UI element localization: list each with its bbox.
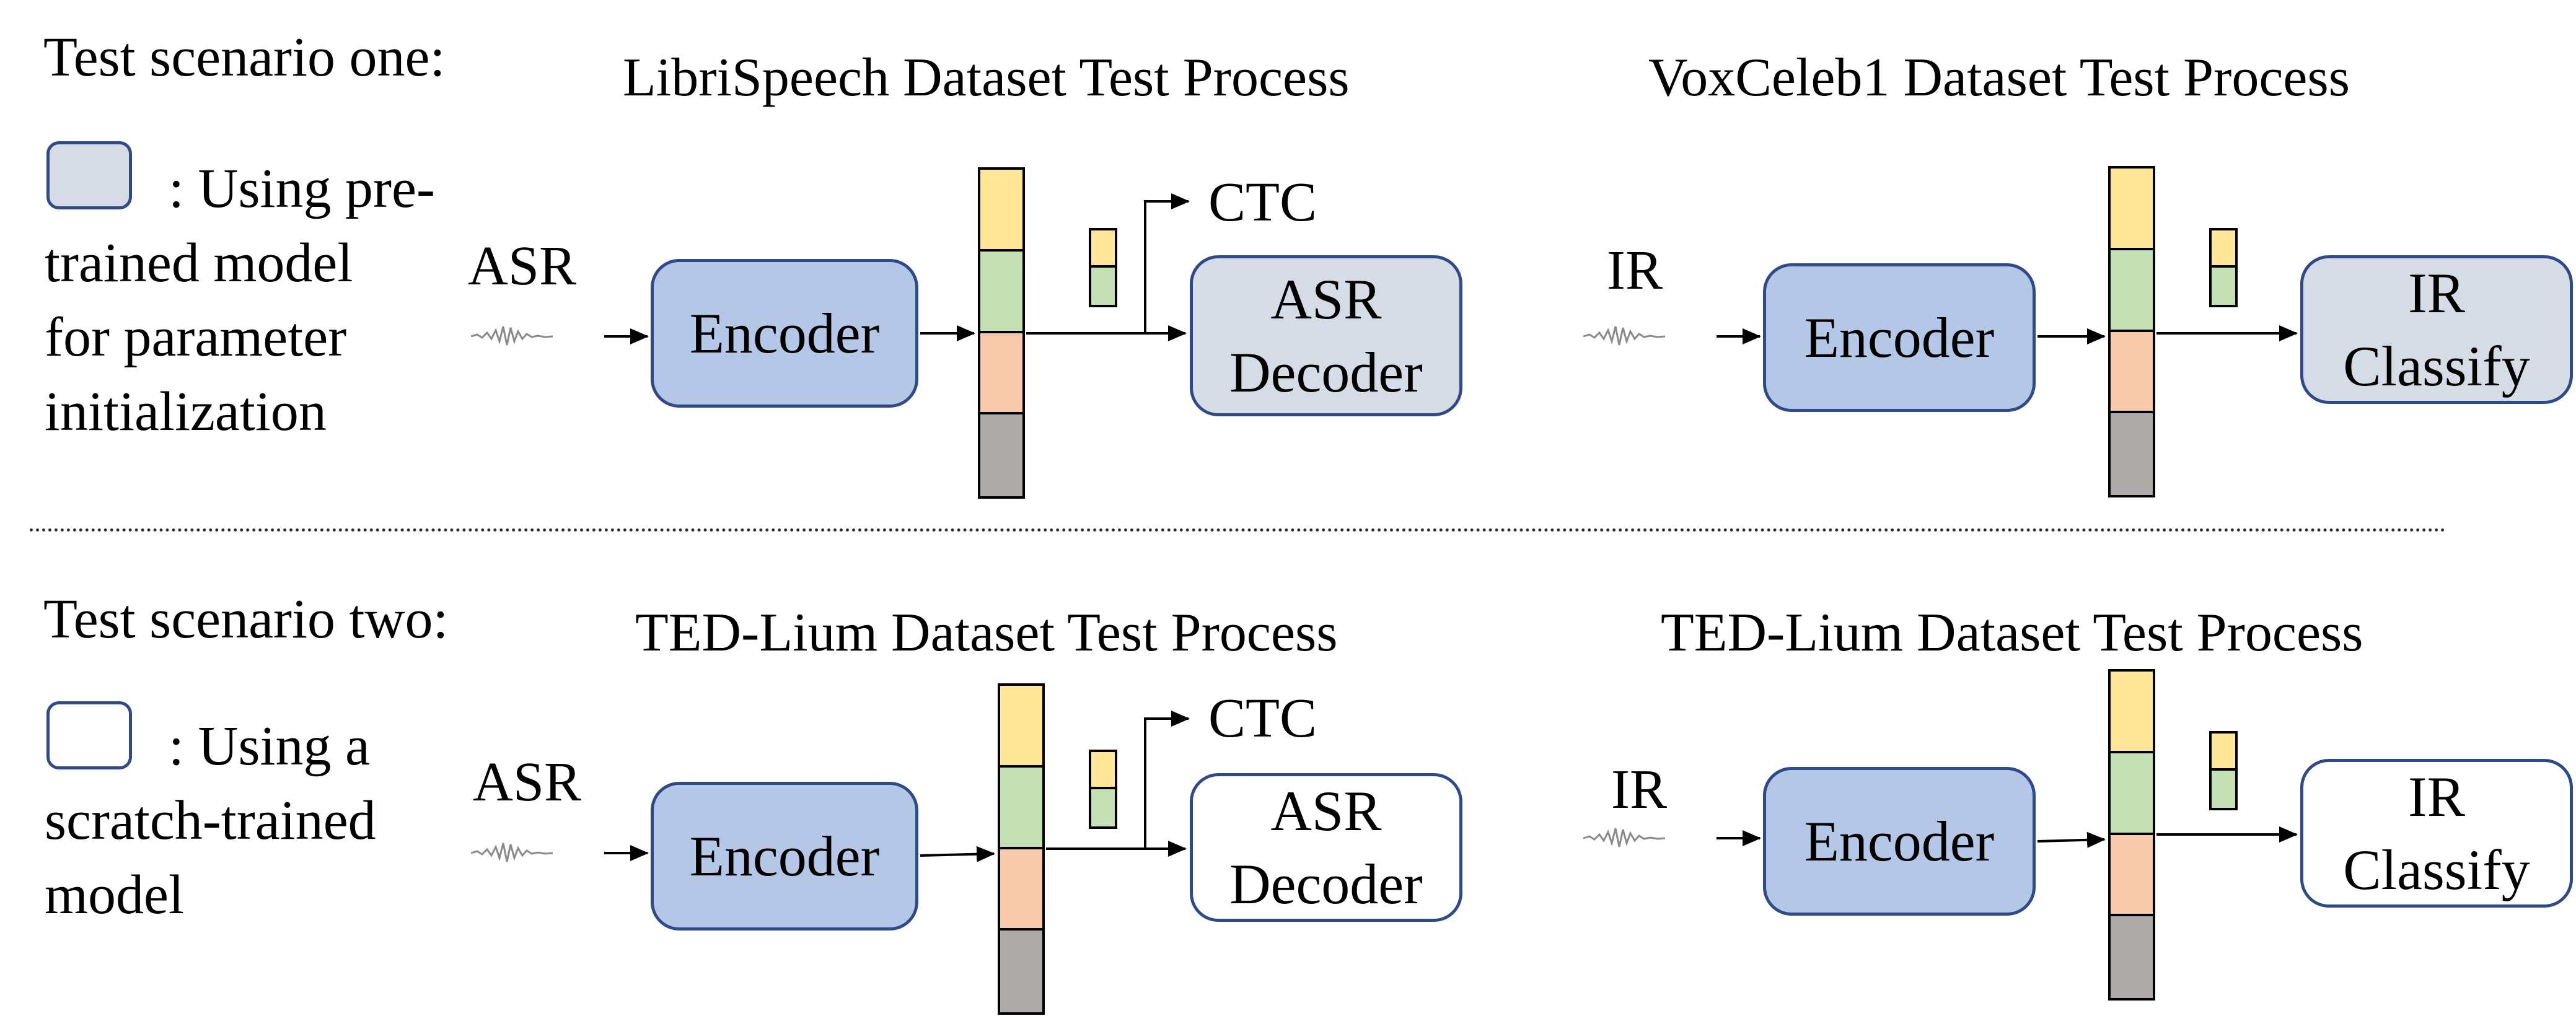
asr-panel-two-ctc-label: CTC	[1208, 688, 1317, 749]
legend-two-line-1: : Using a	[169, 716, 370, 777]
scratch-legend-swatch	[46, 701, 132, 769]
decoder-label-line-1: ASR	[1270, 779, 1382, 843]
decoder-label-line-1: ASR	[1270, 268, 1382, 331]
asr-panel-one-decoder: ASR Decoder	[1190, 255, 1462, 416]
legend-one-line-2: trained model	[45, 232, 353, 294]
waveform-icon	[1583, 326, 1666, 346]
waveform-icon	[1583, 828, 1666, 847]
encoder-label: Encoder	[1804, 810, 1995, 873]
ir-panel-two-title: TED-Lium Dataset Test Process	[1661, 603, 2363, 663]
ir-panel-two-token-chip	[2209, 731, 2238, 810]
asr-panel-two-input-label: ASR	[473, 751, 582, 813]
ir-panel-one-encoder: Encoder	[1763, 263, 2036, 412]
asr-panel-two-token-chip	[1089, 750, 1117, 829]
classifier-label-line-2: Classify	[2343, 838, 2530, 901]
classifier-label-line-2: Classify	[2343, 335, 2530, 398]
legend-one-line-3: for parameter	[45, 307, 347, 368]
decoder-label-line-2: Decoder	[1229, 341, 1423, 404]
arrow-icon	[1144, 193, 1190, 333]
legend-two-line-2: scratch-trained	[45, 790, 376, 851]
asr-panel-one-input-label: ASR	[468, 235, 577, 297]
arrow-icon	[1144, 711, 1190, 849]
ir-panel-one-feature-stack	[2108, 166, 2155, 497]
ir-panel-one-input-label: IR	[1607, 240, 1663, 301]
encoder-label: Encoder	[689, 302, 880, 365]
legend-one-line-4: initialization	[45, 381, 327, 442]
waveform-icon	[470, 326, 553, 346]
asr-panel-one-ctc-label: CTC	[1208, 172, 1317, 233]
asr-panel-two-title: TED-Lium Dataset Test Process	[635, 603, 1338, 663]
pretrained-legend-swatch	[46, 141, 132, 209]
asr-panel-two-decoder: ASR Decoder	[1190, 773, 1462, 922]
arrow-icon	[920, 846, 995, 862]
asr-panel-one-feature-stack	[978, 167, 1025, 499]
asr-panel-one-encoder: Encoder	[651, 259, 918, 408]
asr-panel-two-encoder: Encoder	[651, 782, 918, 931]
classifier-label-line-1: IR	[2408, 261, 2465, 325]
scenario-two-heading: Test scenario two:	[43, 589, 449, 650]
ir-panel-two-classifier: IR Classify	[2300, 759, 2573, 908]
asr-panel-two-feature-stack	[998, 683, 1045, 1015]
encoder-label: Encoder	[1804, 306, 1995, 369]
legend-two-line-3: model	[45, 864, 184, 926]
ir-panel-one-title: VoxCeleb1 Dataset Test Process	[1648, 48, 2350, 108]
asr-panel-one-token-chip	[1089, 228, 1117, 307]
ir-panel-two-feature-stack	[2108, 669, 2155, 1001]
ir-panel-two-encoder: Encoder	[1763, 767, 2036, 916]
waveform-icon	[470, 843, 553, 862]
encoder-label: Encoder	[689, 825, 880, 888]
ir-panel-one-classifier: IR Classify	[2300, 255, 2573, 404]
scenario-one-heading: Test scenario one:	[43, 27, 446, 88]
classifier-label-line-1: IR	[2408, 765, 2465, 828]
scenario-divider	[30, 528, 2446, 532]
ir-panel-one-token-chip	[2209, 228, 2238, 307]
decoder-label-line-2: Decoder	[1229, 852, 1423, 916]
legend-one-line-1: : Using pre-	[169, 158, 435, 219]
arrow-icon	[2037, 831, 2106, 848]
asr-panel-one-title: LibriSpeech Dataset Test Process	[623, 48, 1350, 108]
ir-panel-two-input-label: IR	[1611, 759, 1667, 820]
